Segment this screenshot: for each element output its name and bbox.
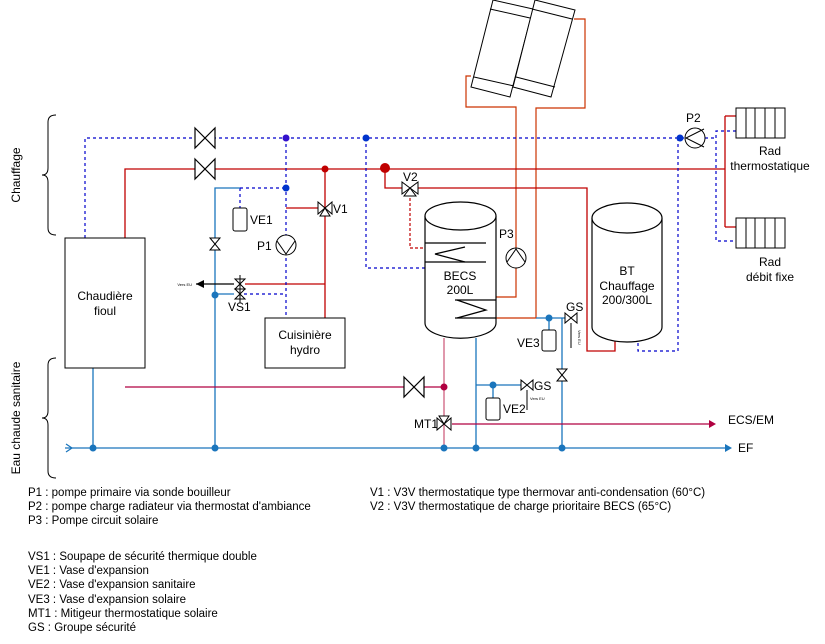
legend-item: P2 : pompe charge radiateur via thermost… bbox=[28, 501, 311, 514]
label-ve1: VE1 bbox=[250, 213, 273, 227]
expansion-vessel-ve2 bbox=[485, 397, 501, 421]
junction-dots bbox=[89, 134, 684, 452]
isolation-valve-supply bbox=[194, 158, 216, 180]
rad2-label: Rad bbox=[759, 255, 781, 269]
legend-pumps: P1 : pompe primaire via sonde bouilleur … bbox=[28, 486, 311, 529]
chaudiere-label-2: fioul bbox=[94, 304, 116, 318]
radiator-debit-fixe bbox=[735, 217, 786, 249]
label-ef: EF bbox=[738, 441, 753, 455]
vers-eu-gs2: Vers EU bbox=[530, 396, 545, 401]
valve-ve1 bbox=[209, 237, 221, 251]
label-p2: P2 bbox=[686, 111, 701, 125]
legend-item: V1 : V3V thermostatique type thermovar a… bbox=[370, 487, 706, 499]
valve-gs1 bbox=[564, 312, 578, 324]
legend-item: GS : Groupe sécurité bbox=[28, 622, 137, 635]
vers-eu-gs1: Vers EU bbox=[577, 330, 582, 345]
ecs-arrow bbox=[709, 420, 716, 428]
ef-inlet-arrow bbox=[65, 443, 74, 453]
label-v1: V1 bbox=[333, 202, 348, 216]
label-chauffage: Chauffage bbox=[9, 147, 23, 202]
pump-p1 bbox=[275, 234, 297, 256]
becs-label: BECS bbox=[444, 269, 477, 283]
radiator-thermostatique bbox=[735, 107, 786, 139]
legend-safety: VS1 : Soupape de sécurité thermique doub… bbox=[28, 550, 257, 635]
isolation-valve-return bbox=[194, 127, 216, 149]
label-mt1: MT1 bbox=[414, 417, 438, 431]
label-p1: P1 bbox=[257, 239, 272, 253]
chaudiere-label: Chaudière bbox=[77, 289, 133, 303]
legend-item: V2 : V3V thermostatique de charge priori… bbox=[370, 501, 672, 514]
legend-item: VS1 : Soupape de sécurité thermique doub… bbox=[28, 551, 257, 563]
legend-item: P3 : Pompe circuit solaire bbox=[28, 515, 159, 528]
valve-mt1 bbox=[436, 415, 452, 432]
rad1-label-2: thermostatique bbox=[730, 159, 810, 173]
valve-solar bbox=[556, 368, 568, 382]
label-vs1: VS1 bbox=[228, 300, 251, 314]
bt-label-2: Chauffage bbox=[599, 279, 654, 293]
brace-ecs bbox=[41, 357, 57, 479]
vers-eu-vs1: Vers EU bbox=[177, 282, 192, 287]
return-pipes bbox=[84, 130, 736, 352]
valve-v2 bbox=[401, 181, 419, 197]
pump-p3 bbox=[505, 247, 527, 269]
valve-v1 bbox=[317, 200, 333, 217]
valve-gs2 bbox=[520, 379, 534, 391]
label-gs2: GS bbox=[534, 379, 551, 393]
bt-tank bbox=[591, 202, 663, 343]
rad1-label: Rad bbox=[759, 144, 781, 158]
rad2-label-2: débit fixe bbox=[746, 270, 794, 284]
bt-label: BT bbox=[619, 264, 635, 278]
label-ecs: Eau chaude sanitaire bbox=[9, 361, 23, 474]
cuisiniere-label: Cuisinière bbox=[278, 328, 332, 342]
valve-vs1 bbox=[233, 275, 247, 303]
cold-water-pipes bbox=[65, 187, 725, 449]
expansion-vessel-ve1 bbox=[232, 207, 248, 232]
expansion-vessel-ve3 bbox=[541, 329, 557, 352]
isolation-valve-ecs bbox=[403, 376, 425, 398]
legend-item: VE3 : Vase d'expansion solaire bbox=[28, 593, 186, 606]
ef-arrow bbox=[725, 444, 732, 452]
pump-p2 bbox=[684, 127, 706, 149]
label-ve2: VE2 bbox=[503, 402, 526, 416]
legend-item: MT1 : Mitigeur thermostatique solaire bbox=[28, 607, 218, 620]
legend-valves: V1 : V3V thermostatique type thermovar a… bbox=[370, 486, 705, 514]
label-ve3: VE3 bbox=[517, 336, 540, 350]
cuisiniere-label-2: hydro bbox=[290, 343, 320, 357]
solar-loop bbox=[465, 18, 586, 319]
brace-chauffage bbox=[41, 114, 57, 236]
legend-item: P1 : pompe primaire via sonde bouilleur bbox=[28, 487, 231, 499]
bt-label-3: 200/300L bbox=[602, 293, 652, 307]
label-v2: V2 bbox=[403, 170, 418, 184]
hot-supply-pipes bbox=[124, 115, 736, 352]
solar-collectors bbox=[470, 0, 576, 98]
cuisiniere-hydro bbox=[264, 317, 346, 369]
label-gs1: GS bbox=[566, 300, 583, 314]
legend-item: VE1 : Vase d'expansion bbox=[28, 565, 149, 578]
legend-item: VE2 : Vase d'expansion sanitaire bbox=[28, 579, 196, 592]
becs-tank bbox=[424, 201, 497, 339]
becs-label-2: 200L bbox=[447, 283, 474, 297]
label-p3: P3 bbox=[499, 227, 514, 241]
label-ecs-em: ECS/EM bbox=[728, 413, 774, 427]
chaudiere-fioul bbox=[64, 237, 146, 369]
